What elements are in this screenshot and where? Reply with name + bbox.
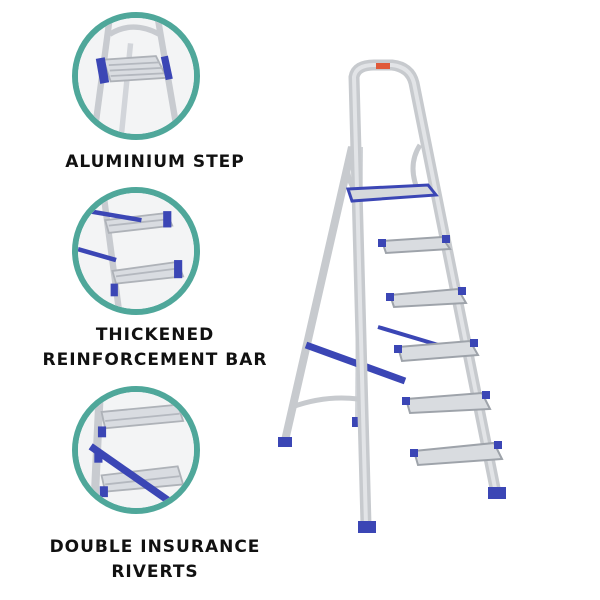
- reinforcement-bar-caption: THICKENED REINFORCEMENT BAR: [20, 323, 290, 373]
- reinforcement-bar-closeup: [72, 187, 200, 315]
- double-rivets-closeup: [72, 386, 200, 514]
- feature-reinforcement-bar: THICKENED REINFORCEMENT BAR: [20, 180, 290, 380]
- step-ladder-icon: [278, 59, 506, 533]
- rivets-icon: [78, 392, 194, 508]
- step-ladder-image: [270, 55, 530, 545]
- aluminium-step-icon: [78, 18, 194, 134]
- caption-line: THICKENED: [95, 325, 215, 345]
- feature-aluminium-step: ALUMINIUM STEP: [20, 0, 290, 180]
- reinforcement-bar-icon: [78, 193, 194, 309]
- aluminium-step-closeup: [72, 12, 200, 140]
- feature-double-rivets: DOUBLE INSURANCE RIVERTS: [20, 380, 290, 600]
- ladder-steps: [378, 235, 504, 467]
- aluminium-step-caption: ALUMINIUM STEP: [20, 150, 290, 175]
- caption-line: DOUBLE INSURANCE: [49, 537, 261, 557]
- caption-line: REINFORCEMENT BAR: [42, 350, 268, 370]
- caption-line: ALUMINIUM STEP: [65, 152, 245, 172]
- caption-line: RIVERTS: [111, 562, 199, 582]
- double-rivets-caption: DOUBLE INSURANCE RIVERTS: [20, 535, 290, 585]
